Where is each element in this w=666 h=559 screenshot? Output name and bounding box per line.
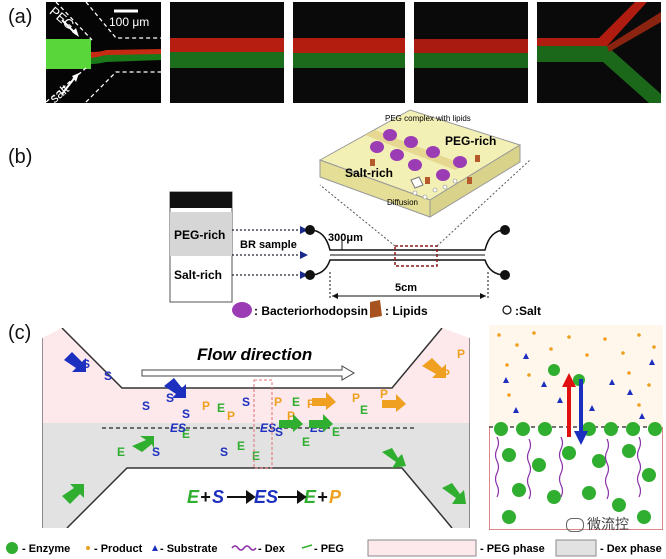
svg-text:E: E [292,395,300,409]
peg-icon [301,544,313,549]
svg-text:P: P [307,397,315,411]
panel-c-label: (c) [8,322,32,344]
legend-enzyme: - Enzyme [22,543,70,555]
dex-icon [231,545,257,551]
scalebar-label: 100 μm [109,15,149,29]
svg-text:P: P [274,395,282,409]
channel-diagram: Flow direction SSS SSS SSS EEE EEE EEE P… [42,328,470,528]
svg-text:S: S [242,395,250,409]
micrograph-outlet [537,2,661,103]
micrograph-3 [293,2,405,103]
wechat-icon [566,518,584,533]
channel-width-label: 300μm [328,232,363,244]
peg-rich-sample: PEG-rich [174,228,225,242]
peg-phase-swatch [367,539,477,557]
svg-text:P: P [287,409,295,423]
substrate-icon [152,545,158,551]
svg-text:E: E [332,425,340,439]
svg-text:P: P [380,387,388,401]
inset-complex-label: PEG complex with lipids [385,114,471,123]
svg-text:S: S [142,399,150,413]
legend-br: : Bacteriorhodopsin [254,304,368,318]
eq-plus-1: + [200,487,211,507]
inset-salt-rich: Salt-rich [345,166,393,180]
separation-schematic: PEG-rich Salt-rich BR sample 300μm 5cm [169,159,531,303]
watermark: 微流控 [566,514,629,534]
micrograph-junction: PEG salt 100 μm [46,2,161,103]
svg-text:P: P [227,409,235,423]
inset-peg-rich: PEG-rich [445,134,496,148]
salt-rich-sample: Salt-rich [174,268,222,282]
interface-closeup [489,325,663,530]
svg-text:E: E [237,439,245,453]
svg-text:E: E [117,445,125,459]
svg-text:E: E [182,427,190,441]
junction-image: PEG salt 100 μm [46,2,161,103]
eq-complex: ES [254,487,278,507]
lipid-icon [370,300,382,318]
watermark-text: 微流控 [587,516,629,532]
svg-text:P: P [457,347,465,361]
channel-length-label: 5cm [395,282,417,294]
product-icon [86,546,90,550]
svg-text:P: P [442,367,450,381]
br-sample-label: BR sample [240,239,297,251]
legend-b: : Bacteriorhodopsin : Lipids :Salt [232,300,541,318]
legend-c: - Enzyme - Product - Substrate - Dex - P… [6,539,662,557]
legend-peg-phase: - PEG phase [480,543,545,555]
legend-product: - Product [94,543,143,555]
eq-enzyme-2: E [304,487,317,507]
svg-text:E: E [217,401,225,415]
svg-text:E: E [302,435,310,449]
svg-text:ES: ES [170,421,186,435]
salt-icon [502,305,512,315]
svg-text:S: S [220,445,228,459]
interface-inset: PEG complex with lipids PEG-rich Salt-ri… [318,109,522,218]
eq-product: P [329,487,342,507]
enzyme-icon [6,542,18,554]
micrograph-2 [170,2,284,103]
svg-text:S: S [152,445,160,459]
svg-text:S: S [275,425,283,439]
flow-direction-label: Flow direction [197,345,312,364]
svg-text:S: S [166,391,174,405]
bacteriorhodopsin-icon [232,302,252,318]
svg-text:E: E [252,449,260,463]
panel-a-label: (a) [8,6,33,28]
legend-peg: - PEG [314,543,344,555]
legend-lipids: : Lipids [385,304,428,318]
panel-b-label: (b) [8,146,33,168]
eq-plus-2: + [317,487,328,507]
legend-substrate: - Substrate [160,543,217,555]
svg-text:S: S [104,369,112,383]
eq-substrate: S [212,487,224,507]
svg-text:P: P [352,391,360,405]
svg-text:P: P [202,399,210,413]
micrograph-4 [414,2,528,103]
svg-text:S: S [82,357,90,371]
inset-diffusion: Diffusion [387,198,418,207]
legend-dex: - Dex [258,543,286,555]
legend-dex-phase: - Dex phase [600,543,662,555]
eq-enzyme-1: E [187,487,200,507]
svg-text:E: E [360,403,368,417]
dex-phase-swatch [555,539,597,557]
svg-text:S: S [182,407,190,421]
svg-text:ES: ES [260,421,276,435]
legend-salt: :Salt [515,304,541,318]
